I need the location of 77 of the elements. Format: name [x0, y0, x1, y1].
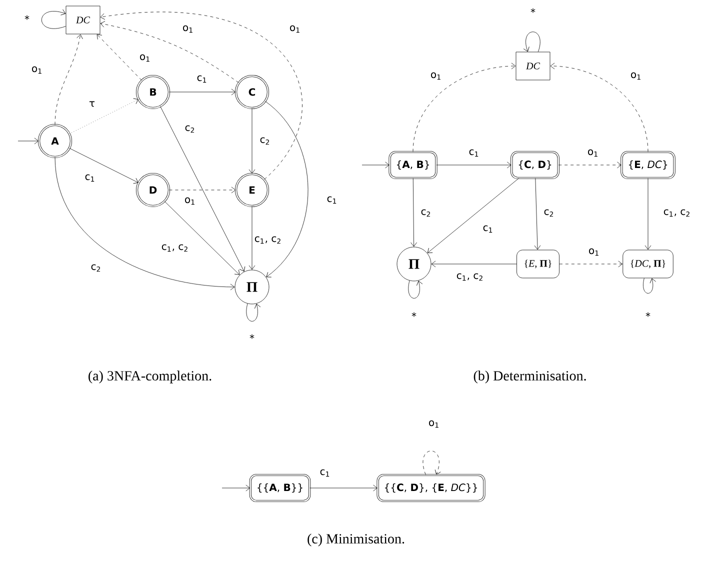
- loop-arrow: [523, 32, 540, 52]
- edge-label: τ: [88, 100, 96, 108]
- edge-label: o$_{1}$: [629, 71, 643, 81]
- arrow: [558, 162, 622, 168]
- arrow: [427, 178, 520, 254]
- caption: (c) Minimisation.: [308, 534, 404, 546]
- edge-label: c$_{1}$: [84, 173, 96, 183]
- arrow: [436, 162, 512, 168]
- arrow: [265, 101, 308, 278]
- arrow: [410, 178, 417, 247]
- loop-arrow: [41, 9, 66, 29]
- arrow: [100, 12, 302, 180]
- arrow: [534, 178, 541, 250]
- edge-label: c$_{1}$: [482, 224, 494, 234]
- edge-label: *: [24, 14, 30, 24]
- arrow: [69, 148, 138, 184]
- arrow: [412, 62, 516, 152]
- edge-label: o$_{1}$: [587, 247, 601, 257]
- edge-label: *: [410, 311, 418, 321]
- arrow: [160, 106, 246, 272]
- edge-label: c$_{2}$: [420, 208, 432, 218]
- arrow: [248, 108, 256, 174]
- arrow: [644, 178, 652, 250]
- edge-label: c$_{2}$: [184, 124, 196, 134]
- edge-label: *: [530, 7, 536, 17]
- loop-arrow: [408, 280, 423, 298]
- arrow: [69, 98, 138, 134]
- arrow: [96, 34, 142, 81]
- edge-label: c$_{1}$, c$_{2}$: [455, 272, 485, 282]
- arrow: [54, 34, 83, 125]
- edge-label: o$_{1}$: [183, 196, 197, 206]
- edge-label: c$_{2}$: [258, 136, 272, 146]
- arrow: [248, 206, 256, 270]
- loop-arrow: [422, 450, 441, 475]
- edge-label: o$_{1}$: [138, 53, 152, 63]
- edge-label: o$_{1}$: [288, 24, 302, 34]
- edge-label: c$_{1}$: [468, 148, 480, 158]
- state-rounded-box: {{A, B}}: [249, 474, 311, 502]
- caption: (b) Determinisation.: [474, 370, 586, 384]
- edge-label: *: [248, 333, 256, 343]
- edge-label: c$_{1}$: [318, 468, 332, 478]
- state-rounded-box: {DC, Π}: [622, 250, 674, 278]
- edge-label: c$_{1}$, c$_{2}$: [160, 243, 190, 253]
- edge-label: c$_{2}$: [90, 263, 102, 273]
- edge-label: c$_{2}$: [542, 208, 556, 218]
- start-arrow: [362, 162, 390, 168]
- arrow: [550, 62, 648, 152]
- edge-label: o$_{1}$: [30, 65, 44, 75]
- edge-label: o$_{1}$: [429, 71, 443, 81]
- start-arrow: [222, 484, 250, 492]
- arrow: [100, 21, 239, 83]
- edge-label: c$_{1}$: [196, 74, 208, 84]
- loop-arrow: [643, 278, 656, 294]
- state-rounded-box: {C, D}: [510, 150, 560, 180]
- edge-label: o$_{1}$: [181, 24, 195, 34]
- edge-label: *: [644, 311, 652, 321]
- arrow: [169, 186, 236, 194]
- arrow: [54, 157, 235, 290]
- edge-label: c$_{1}$, c$_{2}$: [662, 208, 692, 218]
- state-rounded-box: {E, DC}: [620, 150, 676, 180]
- edge-label: o$_{1}$: [427, 419, 441, 429]
- edge-label: c$_{1}$, c$_{2}$: [253, 235, 283, 245]
- start-arrow: [18, 138, 39, 144]
- state-rounded-box: {A, B}: [388, 150, 438, 180]
- arrow: [310, 484, 378, 492]
- state-box: DC: [66, 6, 100, 34]
- state-rounded-box: {{C, D}, {E, DC}}: [376, 474, 486, 502]
- edge-label: o$_{1}$: [586, 148, 600, 158]
- arrow: [164, 201, 240, 275]
- edge-label: c$_{1}$: [326, 195, 338, 205]
- arrow: [169, 88, 236, 96]
- caption: (a) 3NFA-completion.: [88, 370, 212, 384]
- arrow: [559, 260, 623, 268]
- loop-arrow: [246, 303, 261, 322]
- state-rounded-box: {E, Π}: [516, 250, 560, 278]
- arrow: [431, 260, 517, 268]
- state-box: DC: [516, 52, 550, 80]
